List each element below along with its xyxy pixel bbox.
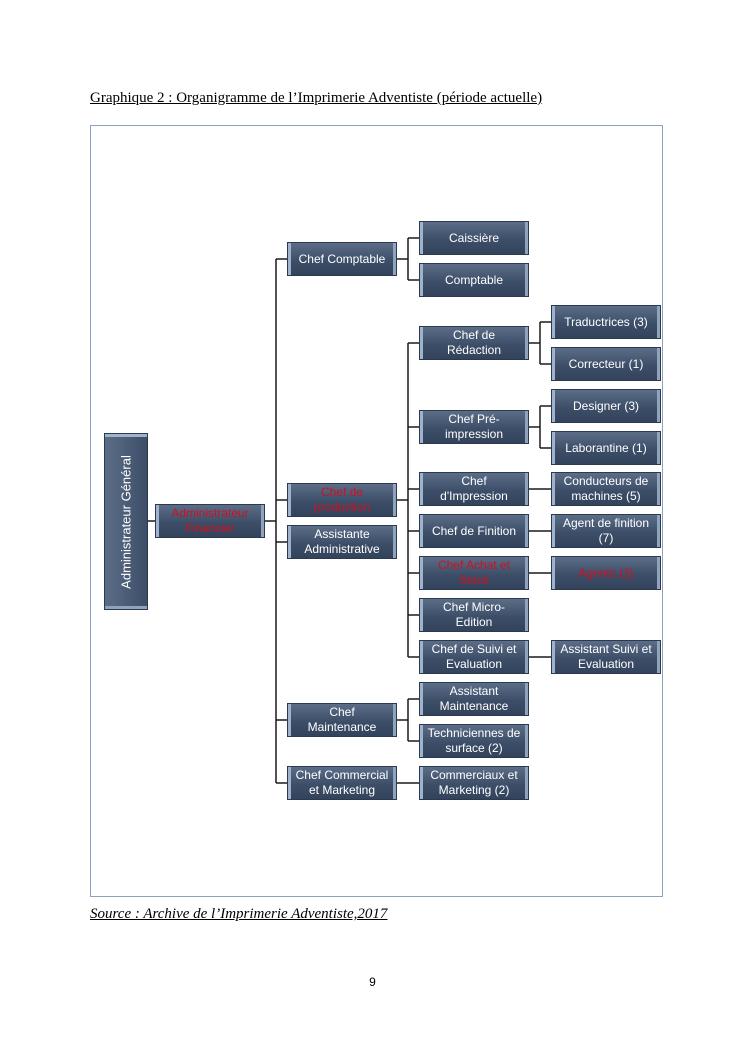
node-caissiere: Caissière — [419, 221, 529, 255]
node-agent-finition: Agent de finition (7) — [551, 514, 661, 548]
node-assistante-administrative: Assistante Administrative — [287, 525, 397, 559]
node-chef-preimpression: Chef Pré-impression — [419, 410, 529, 444]
node-chef-achat-stock: Chef Achat et Stock — [419, 556, 529, 590]
node-commerciaux: Commerciaux et Marketing (2) — [419, 766, 529, 800]
node-administrateur-financier: Administrateur Financier — [155, 504, 265, 538]
node-chef-finition: Chef de Finition — [419, 514, 529, 548]
node-chef-micro-edition: Chef Micro-Edition — [419, 598, 529, 632]
node-conducteurs: Conducteurs de machines (5) — [551, 472, 661, 506]
node-traductrices: Traductrices (3) — [551, 305, 661, 339]
node-assistant-maintenance: Assistant Maintenance — [419, 682, 529, 716]
node-chef-impression: Chef d'Impression — [419, 472, 529, 506]
source-caption: Source : Archive de l’Imprimerie Adventi… — [90, 906, 388, 922]
org-chart-frame — [90, 125, 663, 897]
node-chef-redaction: Chef de Rédaction — [419, 326, 529, 360]
figure-title: Graphique 2 : Organigramme de l’Imprimer… — [90, 90, 543, 106]
node-laborantine: Laborantine (1) — [551, 431, 661, 465]
node-assistant-suivi: Assistant Suivi et Evaluation — [551, 640, 661, 674]
node-techniciennes: Techniciennes de surface (2) — [419, 724, 529, 758]
node-label: Administrateur Général — [118, 454, 134, 589]
node-agents: Agents (3) — [551, 556, 661, 590]
page-number: 9 — [369, 975, 376, 989]
node-chef-commercial: Chef Commercial et Marketing — [287, 766, 397, 800]
node-designer: Designer (3) — [551, 389, 661, 423]
node-correcteur: Correcteur (1) — [551, 347, 661, 381]
node-comptable: Comptable — [419, 263, 529, 297]
node-administrateur-general: Administrateur Général — [104, 433, 148, 610]
node-chef-production: Chef de production — [287, 483, 397, 517]
node-chef-suivi: Chef de Suivi et Evaluation — [419, 640, 529, 674]
node-chef-maintenance: Chef Maintenance — [287, 703, 397, 737]
node-chef-comptable: Chef Comptable — [287, 242, 397, 276]
